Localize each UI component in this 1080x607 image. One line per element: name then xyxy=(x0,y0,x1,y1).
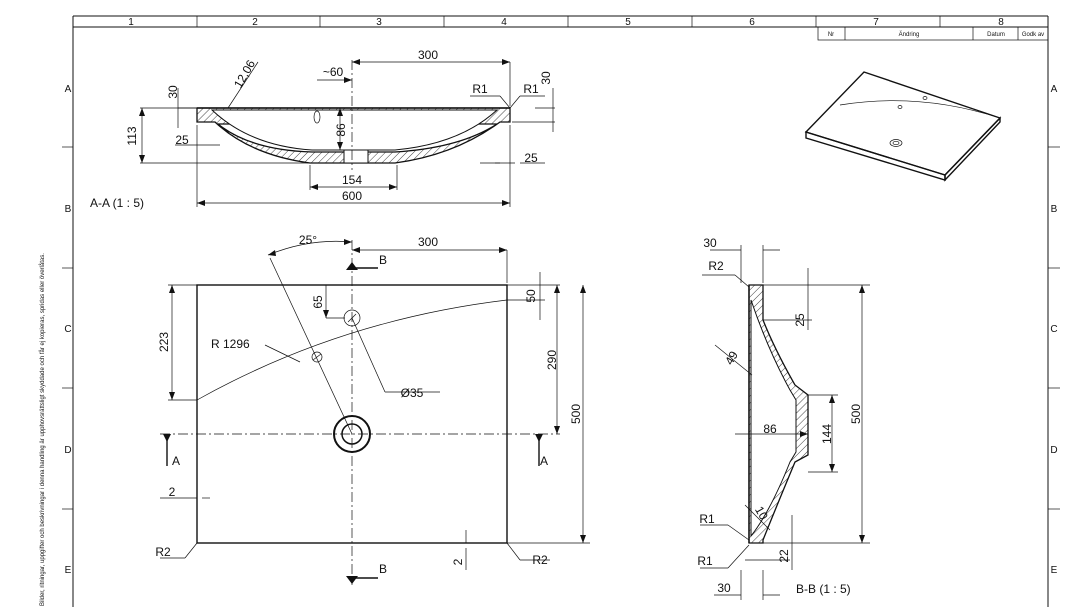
revision-header: Godk av xyxy=(1022,32,1044,38)
dim-144: 144 xyxy=(820,424,834,444)
dim-30-top: 30 xyxy=(166,85,180,99)
row-label: B xyxy=(1051,204,1058,215)
dim-65: 65 xyxy=(311,295,325,309)
dim-r1296: R 1296 xyxy=(211,337,250,351)
dim-r1-bottom: R1 xyxy=(697,554,713,568)
dim-25-right: 25 xyxy=(524,151,538,165)
dim-r1-top: R1 xyxy=(699,512,715,526)
dim-300: 300 xyxy=(418,235,438,249)
section-a-marker-left: A xyxy=(172,454,180,468)
dim-r2-right: R2 xyxy=(532,553,548,567)
dim-113: 113 xyxy=(125,126,139,145)
plan-view: 25° 300 B 65 50 223 R 1296 290 500 Ø35 A… xyxy=(155,233,590,585)
section-b-marker-bottom: B xyxy=(379,562,387,576)
dim-600: 600 xyxy=(342,189,362,203)
revision-header: Datum xyxy=(987,32,1005,38)
dim-300: 300 xyxy=(418,48,438,62)
revision-table: Nr Ändring Datum Godk av xyxy=(817,26,1049,41)
dim-r1-right: R1 xyxy=(523,82,539,96)
dim-diameter-35: Ø35 xyxy=(401,386,424,400)
dim-25-degree: 25° xyxy=(299,233,317,247)
dim-500: 500 xyxy=(849,404,863,424)
section-aa-view: 300 ~60 30 12,06 R1 R1 30 113 25 86 25 1… xyxy=(90,48,555,210)
dim-2-left: 2 xyxy=(169,485,176,499)
column-label: 8 xyxy=(998,17,1004,28)
dim-49: 49 xyxy=(722,348,741,367)
section-b-marker-top: B xyxy=(379,253,387,267)
dim-25-left: 25 xyxy=(175,133,189,147)
row-label: C xyxy=(1050,324,1057,335)
column-label: 4 xyxy=(501,17,507,28)
dim-25: 25 xyxy=(793,313,807,327)
dim-r2-left: R2 xyxy=(155,545,171,559)
dim-30-right: 30 xyxy=(539,71,553,85)
column-label: 1 xyxy=(128,17,134,28)
section-bb-title: B-B (1 : 5) xyxy=(796,582,851,596)
row-label: E xyxy=(1051,565,1058,576)
drawing-frame xyxy=(62,15,1060,607)
row-label: A xyxy=(1051,84,1058,95)
row-label: C xyxy=(64,324,71,335)
dim-r2: R2 xyxy=(708,259,724,273)
row-label: E xyxy=(65,565,72,576)
row-labels: A B C D E A B C D E xyxy=(64,84,1057,576)
dim-500: 500 xyxy=(569,404,583,424)
dim-290: 290 xyxy=(545,350,559,370)
column-label: 3 xyxy=(376,17,382,28)
dim-86: 86 xyxy=(763,422,777,436)
revision-header: Nr xyxy=(828,32,834,38)
row-label: A xyxy=(65,84,72,95)
section-aa-title: A-A (1 : 5) xyxy=(90,196,144,210)
dim-154: 154 xyxy=(342,173,362,187)
column-label: 2 xyxy=(252,17,258,28)
dim-223: 223 xyxy=(157,332,171,352)
row-label: D xyxy=(64,445,71,456)
revision-header: Ändring xyxy=(899,31,920,38)
dim-60: ~60 xyxy=(323,65,344,79)
section-a-marker-right: A xyxy=(540,454,548,468)
dim-30-top: 30 xyxy=(703,236,717,250)
column-label: 5 xyxy=(625,17,631,28)
isometric-view xyxy=(804,71,1002,182)
column-labels: 1 2 3 4 5 6 7 8 xyxy=(128,17,1004,28)
dim-10: 10 xyxy=(752,504,771,523)
dim-1206: 12,06 xyxy=(231,57,258,90)
row-label: B xyxy=(65,204,72,215)
dim-86: 86 xyxy=(334,123,348,137)
dim-r1-left: R1 xyxy=(472,82,488,96)
dim-50: 50 xyxy=(524,289,538,303)
column-label: 7 xyxy=(873,17,879,28)
row-label: D xyxy=(1050,445,1057,456)
column-label: 6 xyxy=(749,17,755,28)
copyright-note: Bilder, ritningar, uppgifter och beskriv… xyxy=(39,253,46,606)
section-bb-view: 30 R2 25 49 86 144 500 R1 10 R1 22 30 B-… xyxy=(697,236,870,600)
dim-2-bottom: 2 xyxy=(451,558,465,565)
dim-22: 22 xyxy=(777,549,791,563)
dim-30-bottom: 30 xyxy=(717,581,731,595)
